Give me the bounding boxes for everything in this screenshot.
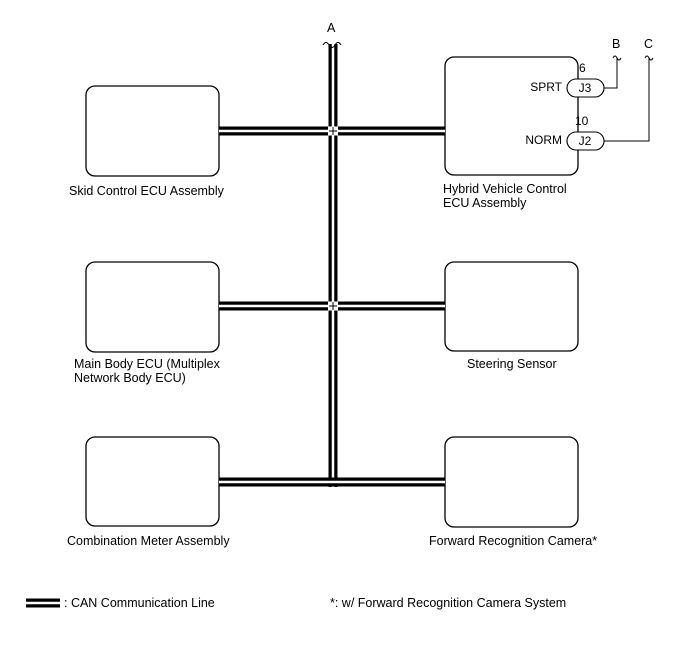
hybrid-vehicle-ecu-label-line2: ECU Assembly bbox=[443, 196, 527, 210]
can-bus-lines bbox=[219, 44, 445, 487]
skid-control-ecu-box bbox=[85, 85, 220, 177]
main-body-ecu-label-line1: Main Body ECU (Multiplex bbox=[74, 357, 220, 371]
steering-sensor-label: Steering Sensor bbox=[467, 357, 557, 371]
signal-wires bbox=[604, 55, 654, 142]
connector-j3 bbox=[566, 78, 605, 98]
connector-j3-label: J3 bbox=[578, 81, 592, 95]
connector-j2 bbox=[566, 131, 605, 151]
main-body-ecu-box bbox=[85, 261, 220, 353]
bus-point-label: A bbox=[327, 21, 336, 35]
main-body-ecu-label-line2: Network Body ECU) bbox=[74, 371, 186, 385]
sprt-terminal-name: SPRT bbox=[530, 80, 562, 94]
hybrid-vehicle-ecu-box bbox=[444, 56, 579, 176]
legend-footnote: *: w/ Forward Recognition Camera System bbox=[330, 596, 567, 610]
break-mark-a bbox=[322, 42, 342, 48]
connector-j2-label: J2 bbox=[578, 134, 592, 148]
skid-control-ecu-label: Skid Control ECU Assembly bbox=[69, 184, 224, 198]
steering-sensor-box bbox=[444, 261, 579, 352]
forward-camera-box bbox=[444, 436, 579, 528]
hybrid-vehicle-ecu-label-line1: Hybrid Vehicle Control bbox=[443, 182, 567, 196]
legend-can-label: : CAN Communication Line bbox=[64, 596, 215, 610]
terminal-c-label: C bbox=[644, 37, 654, 51]
forward-camera-label: Forward Recognition Camera* bbox=[429, 534, 598, 548]
norm-terminal-name: NORM bbox=[525, 133, 562, 147]
combination-meter-label: Combination Meter Assembly bbox=[67, 534, 230, 548]
terminal-b-label: B bbox=[612, 37, 621, 51]
norm-pin-number: 10 bbox=[575, 114, 589, 128]
combination-meter-box bbox=[85, 436, 220, 527]
sprt-pin-number: 6 bbox=[579, 61, 586, 75]
